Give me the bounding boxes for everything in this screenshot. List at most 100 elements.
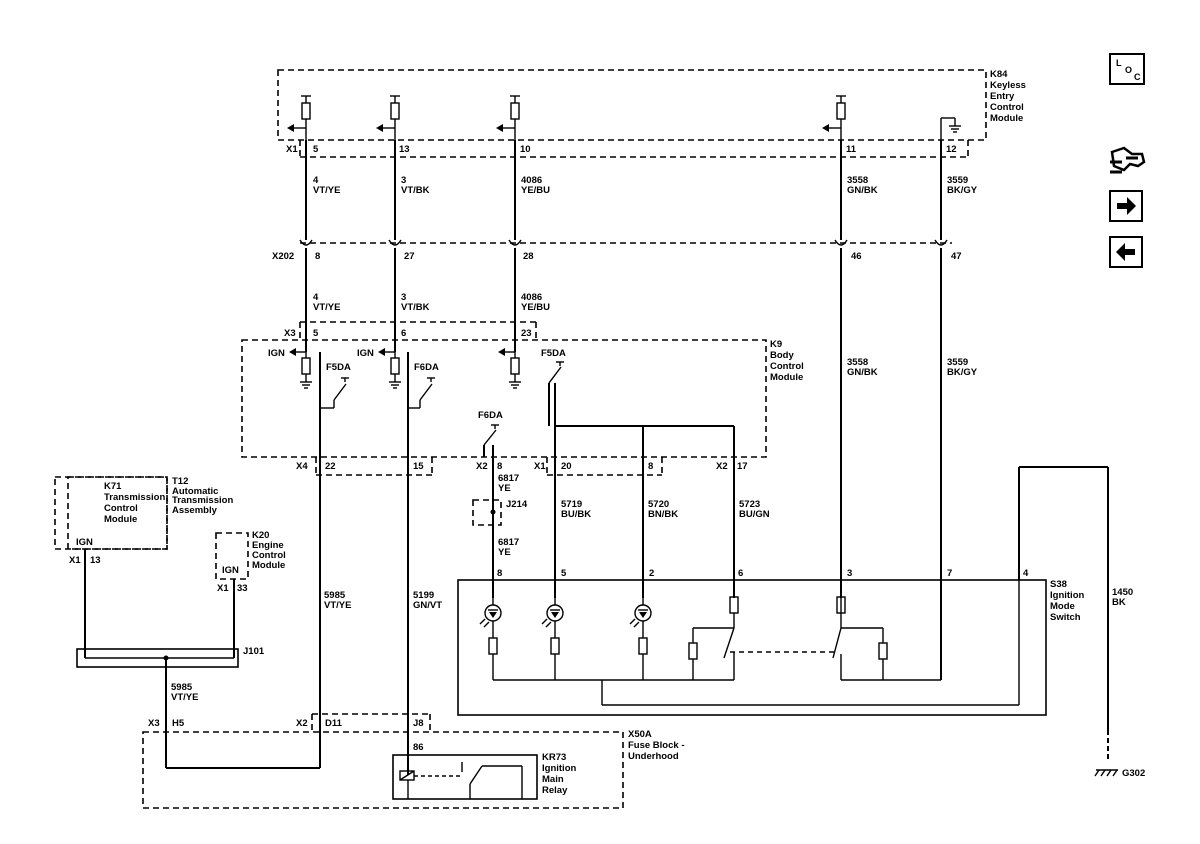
k71-line3: Module (104, 514, 137, 525)
k9-line2: Control (770, 361, 804, 372)
s38-pin-8: 8 (497, 568, 502, 579)
k20-pin-33: 33 (237, 583, 248, 594)
w5723-color: BU/GN (739, 509, 770, 520)
s38-line1: Ignition (1050, 590, 1084, 601)
w2a-circuit: 3 (401, 175, 406, 186)
x50a-pin-d11: D11 (325, 718, 343, 729)
w6817b-color: YE (498, 547, 511, 558)
ground-g302-icon (1094, 769, 1118, 777)
s38-pin-2: 2 (649, 568, 654, 579)
x50a-id: X50A (628, 729, 652, 740)
t12-line2: Transmission (172, 495, 233, 506)
k84-line2: Entry (990, 91, 1015, 102)
x50a-pin-h5: H5 (172, 718, 185, 729)
w6817b-circuit: 6817 (498, 537, 519, 548)
x50a-line2: Underhood (628, 751, 679, 762)
connector-view-button[interactable] (1108, 140, 1148, 182)
j214-splice (472, 499, 502, 526)
k84-pin-12: 12 (946, 144, 957, 155)
k9-line3: Module (770, 372, 803, 383)
w5985a-circuit: 5985 (324, 590, 346, 601)
s38-pin-3: 3 (847, 568, 852, 579)
w5719-circuit: 5719 (561, 499, 582, 510)
j101-splice (76, 648, 239, 668)
x50a-x2-label: X2 (296, 718, 308, 729)
k84-connector-x1: X1 (286, 144, 298, 155)
w4b-color: GN/BK (847, 367, 878, 378)
x202-pin-46: 46 (851, 251, 862, 262)
w1b-circuit: 4 (313, 292, 319, 303)
w3a-circuit: 4086 (521, 175, 542, 186)
k84-line4: Module (990, 113, 1023, 124)
k71-pin-13: 13 (90, 555, 101, 566)
x202-terminals (299, 239, 948, 246)
previous-page-button[interactable] (1109, 236, 1143, 268)
kr73-relay-box (392, 754, 538, 800)
k84-line3: Control (990, 102, 1024, 113)
k9-line1: Body (770, 350, 794, 361)
s38-pin-4: 4 (1023, 568, 1029, 579)
location-view-button[interactable]: L O C (1109, 53, 1145, 85)
s38-module-box (457, 579, 1047, 716)
k9-x4-pin-22: 22 (325, 461, 336, 472)
s38-id: S38 (1050, 579, 1067, 590)
k9-f5da-label-2: F5DA (541, 348, 566, 359)
x50a-fuse-block-box (142, 731, 624, 809)
x202-pin-27: 27 (404, 251, 415, 262)
k71-module-box (67, 476, 168, 550)
s38-internal-circuits (479, 580, 1020, 706)
w5199-color: GN/VT (413, 600, 442, 611)
s38-line2: Mode (1050, 601, 1075, 612)
k20-id: K20 (252, 530, 269, 541)
w5b-circuit: 3559 (947, 357, 968, 368)
w2b-circuit: 3 (401, 292, 406, 303)
w5985b-circuit: 5985 (171, 682, 193, 693)
k9-ign-label-2: IGN (357, 348, 374, 359)
k9-x1-pin-8: 8 (648, 461, 653, 472)
k9-f5da-label-1: F5DA (326, 362, 351, 373)
w5985b-color: VT/YE (171, 692, 198, 703)
x202-label: X202 (272, 251, 294, 262)
k9-f6da-label-1: F6DA (414, 362, 439, 373)
t12-id: T12 (172, 476, 188, 487)
k20-line1: Engine (252, 540, 284, 551)
k71-ign-label: IGN (76, 537, 93, 548)
k20-connector-x1: X1 (217, 583, 229, 594)
k9-ign-label-1: IGN (268, 348, 285, 359)
k9-x2-label: X2 (476, 461, 488, 472)
k84-module-box (277, 69, 987, 141)
w2b-color: VT/BK (401, 302, 430, 313)
w1b-color: VT/YE (313, 302, 340, 313)
w5a-color: BK/GY (947, 185, 978, 196)
k9-id: K9 (770, 339, 782, 350)
next-page-button[interactable] (1109, 190, 1143, 222)
loc-letter-c: C (1134, 72, 1141, 82)
k9-x3-label: X3 (284, 328, 296, 339)
kr73-line3: Relay (542, 785, 568, 796)
k20-module-box (215, 532, 249, 580)
s38-pin-7: 7 (947, 568, 952, 579)
j214-label: J214 (506, 499, 528, 510)
k9-x1-label: X1 (534, 461, 546, 472)
k9-x1-pin-20: 20 (561, 461, 572, 472)
connector-icon (1110, 146, 1146, 174)
t12-line3: Assembly (172, 505, 218, 516)
k84-id: K84 (990, 69, 1008, 80)
relay-coil-icon (399, 762, 523, 799)
w6817a-circuit: 6817 (498, 473, 519, 484)
x202-pin-28: 28 (523, 251, 534, 262)
w5723-circuit: 5723 (739, 499, 760, 510)
arrow-right-icon (1117, 197, 1136, 215)
k9-x2-pin-8: 8 (497, 461, 502, 472)
j101-label: J101 (243, 646, 265, 657)
w6817a-color: YE (498, 483, 511, 494)
k9-x2b-label: X2 (716, 461, 728, 472)
k84-pin-11: 11 (846, 144, 857, 155)
w1450-color: BK (1112, 597, 1126, 608)
kr73-pin-86: 86 (413, 742, 424, 753)
k9-x3-pin-6: 6 (401, 328, 406, 339)
k9-x4-label: X4 (296, 461, 308, 472)
k71-line1: Transmission (104, 492, 165, 503)
w4a-circuit: 3558 (847, 175, 868, 186)
